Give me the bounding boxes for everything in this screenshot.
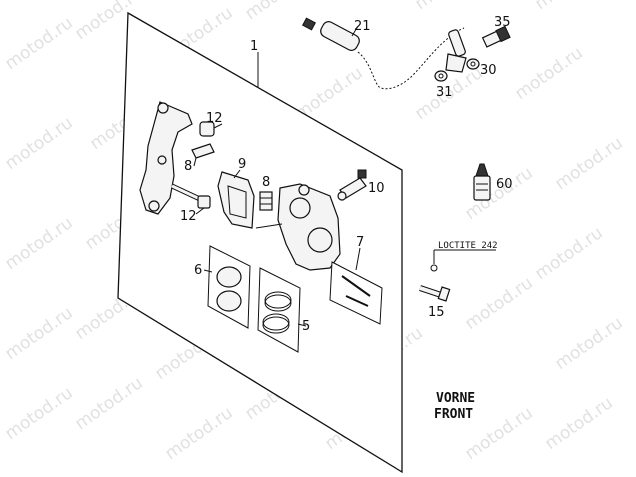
callout-6: 6 xyxy=(194,263,202,278)
watermark-text: motod.ru xyxy=(461,163,536,224)
watermark-text: motod.ru xyxy=(1,113,76,174)
loctite-bottle-60 xyxy=(473,163,491,201)
brake-pad-9 xyxy=(217,169,255,229)
callout-31: 31 xyxy=(436,85,453,100)
caliper-bracket xyxy=(139,101,193,215)
bolt-15 xyxy=(419,264,451,302)
orientation-front: FRONT xyxy=(434,407,473,422)
loctite-label: LOCTITE 242 xyxy=(438,241,498,251)
watermark-text: motod.ru xyxy=(1,13,76,74)
washer-31 xyxy=(434,70,448,82)
banjo-bolt-35 xyxy=(481,25,511,48)
orientation-vorne: VORNE xyxy=(436,391,475,406)
watermark-text: motod.ru xyxy=(411,0,486,14)
callout-12-bottom: 12 xyxy=(180,209,197,224)
seal-kit-box-5 xyxy=(257,267,307,353)
pad-kit-box-6 xyxy=(203,245,251,329)
bleed-valve-10 xyxy=(337,169,367,201)
callout-35: 35 xyxy=(494,15,511,30)
callout-10: 10 xyxy=(368,181,385,196)
watermark-text: motod.ru xyxy=(161,403,236,464)
callout-1: 1 xyxy=(250,39,258,54)
callout-12-top: 12 xyxy=(206,111,223,126)
watermark-text: motod.ru xyxy=(531,0,606,14)
anti-rattle-spring-8 xyxy=(259,191,273,211)
watermark-text: motod.ru xyxy=(1,303,76,364)
callout-8-left: 8 xyxy=(184,159,192,174)
watermark-text: motod.ru xyxy=(1,213,76,274)
watermark-text: motod.ru xyxy=(461,273,536,334)
guide-pin-12 xyxy=(170,183,211,215)
callout-30: 30 xyxy=(480,63,497,78)
callout-8-right: 8 xyxy=(262,175,270,190)
watermark-text: motod.ru xyxy=(511,43,586,104)
watermark-text: motod.ru xyxy=(541,393,616,454)
callout-15: 15 xyxy=(428,305,445,320)
washer-30 xyxy=(466,58,480,70)
callout-60: 60 xyxy=(496,177,513,192)
assembly-panel xyxy=(117,11,403,474)
watermark-text: motod.ru xyxy=(551,313,626,374)
retaining-spring-8 xyxy=(191,143,215,167)
pin-kit-box-7 xyxy=(329,247,383,325)
callout-5: 5 xyxy=(302,319,310,334)
bush-12-top xyxy=(199,121,223,137)
watermark-text: motod.ru xyxy=(531,223,606,284)
caliper-housing xyxy=(255,183,341,271)
watermark-text: motod.ru xyxy=(1,383,76,444)
loctite-note xyxy=(433,249,496,264)
banjo-fitting xyxy=(445,29,467,73)
watermark-text: motod.ru xyxy=(551,133,626,194)
callout-21: 21 xyxy=(354,19,371,34)
callout-7: 7 xyxy=(356,235,364,250)
watermark-text: motod.ru xyxy=(71,373,146,434)
callout-9: 9 xyxy=(238,157,246,172)
